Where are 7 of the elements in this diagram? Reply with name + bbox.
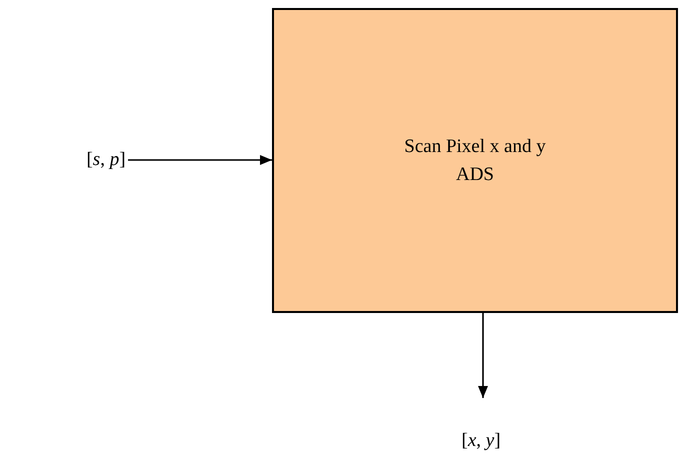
box-label: ADS — [456, 164, 494, 186]
arrow — [478, 313, 488, 398]
input-label: [s, p] — [84, 146, 128, 174]
box-label: Scan Pixel x and y — [404, 136, 546, 158]
arrow — [128, 155, 272, 165]
process-box — [272, 8, 678, 313]
output-label: [x, y] — [450, 398, 512, 452]
